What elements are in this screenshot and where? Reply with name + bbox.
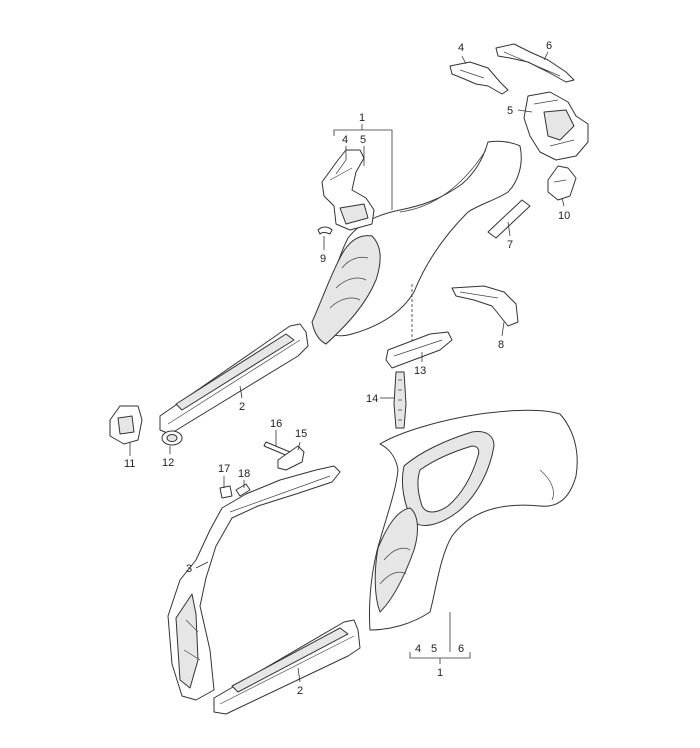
callout-4: 4 xyxy=(458,42,464,54)
part-7-seal xyxy=(487,199,531,239)
part-15-bracket xyxy=(277,445,305,471)
part-13-rail xyxy=(385,331,453,369)
part-4-bracket xyxy=(449,61,509,95)
callout-6-bottom: 6 xyxy=(458,643,464,655)
part-6-strip xyxy=(495,43,575,83)
callout-13: 13 xyxy=(414,365,426,377)
callout-5-bottom: 5 xyxy=(431,643,437,655)
part-2-rocker-panel-lower xyxy=(213,619,361,715)
part-8-reinforcement xyxy=(451,285,519,327)
callout-9: 9 xyxy=(320,253,326,265)
callout-2-bottom: 2 xyxy=(297,685,303,697)
part-1-lower-quarter-panel xyxy=(369,409,578,631)
callout-7: 7 xyxy=(507,239,513,251)
part-1-upper-quarter-panel xyxy=(311,140,522,345)
callout-18: 18 xyxy=(238,468,250,480)
part-12-grommet xyxy=(161,430,183,446)
callout-4-bottom: 4 xyxy=(415,643,421,655)
callout-labels: 1 4 5 4 6 5 10 7 9 8 13 14 2 11 12 16 15… xyxy=(124,40,570,697)
callout-4-group: 4 xyxy=(342,134,348,146)
part-5-inner-panel xyxy=(523,91,589,161)
part-11-cover xyxy=(109,405,143,445)
callout-3: 3 xyxy=(186,563,192,575)
callout-5: 5 xyxy=(507,105,513,117)
part-3-inner-pillar xyxy=(167,465,341,701)
part-10-bracket xyxy=(547,165,577,201)
callout-16: 16 xyxy=(270,418,282,430)
leader-lines xyxy=(129,51,565,683)
callout-10: 10 xyxy=(558,210,570,222)
callout-15: 15 xyxy=(295,428,307,440)
callout-8: 8 xyxy=(498,339,504,351)
callout-5-group: 5 xyxy=(360,134,366,146)
callout-12: 12 xyxy=(162,457,174,469)
callout-2-top: 2 xyxy=(239,401,245,413)
part-2-rocker-panel-upper xyxy=(159,323,309,435)
callout-6: 6 xyxy=(546,40,552,52)
callout-1-top: 1 xyxy=(359,112,365,124)
part-18-clip xyxy=(235,483,251,497)
part-17-clip xyxy=(219,485,233,499)
part-14-foam-strip xyxy=(393,371,407,429)
callout-1-bottom: 1 xyxy=(437,667,443,679)
part-4-5-pillar-bracket xyxy=(321,149,375,231)
callout-14: 14 xyxy=(366,393,378,405)
part-9-clip xyxy=(317,226,333,235)
callout-11: 11 xyxy=(124,458,135,470)
callout-17: 17 xyxy=(218,463,230,475)
